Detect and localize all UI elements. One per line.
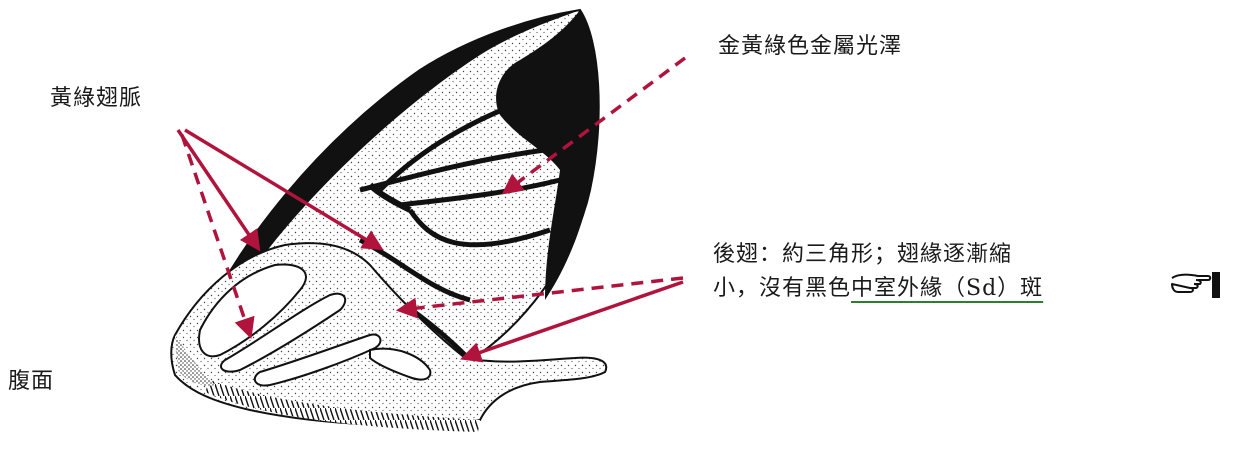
arrow-hindwing-2 — [460, 280, 684, 363]
hindwing-line-2-plain: 小，沒有黑色 — [713, 276, 852, 301]
hindwing-line-2-underlined: 中室外緣（Sd）斑 — [851, 276, 1044, 301]
arrow-veins-3 — [180, 134, 255, 339]
label-veins: 黃綠翅脈 — [50, 86, 143, 111]
arrows — [176, 56, 687, 363]
arrow-hindwing-1 — [395, 276, 684, 319]
pointing-hand-icon — [1171, 272, 1220, 298]
label-metallic-sheen: 金黃綠色金屬光澤 — [718, 34, 903, 59]
label-ventral-side: 腹面 — [8, 369, 55, 394]
hindwing-line-2: 小，沒有黑色中室外緣（Sd）斑 — [713, 272, 1043, 306]
arrow-metallic — [501, 56, 687, 195]
arrow-veins-2 — [184, 128, 384, 251]
hindwing-line-1: 後翅：約三角形；翅緣逐漸縮 — [713, 242, 1013, 267]
label-hindwing: 後翅：約三角形；翅緣逐漸縮 小，沒有黑色中室外緣（Sd）斑 — [713, 238, 1043, 306]
hindwing — [170, 242, 608, 432]
arrow-veins-1 — [176, 129, 261, 252]
